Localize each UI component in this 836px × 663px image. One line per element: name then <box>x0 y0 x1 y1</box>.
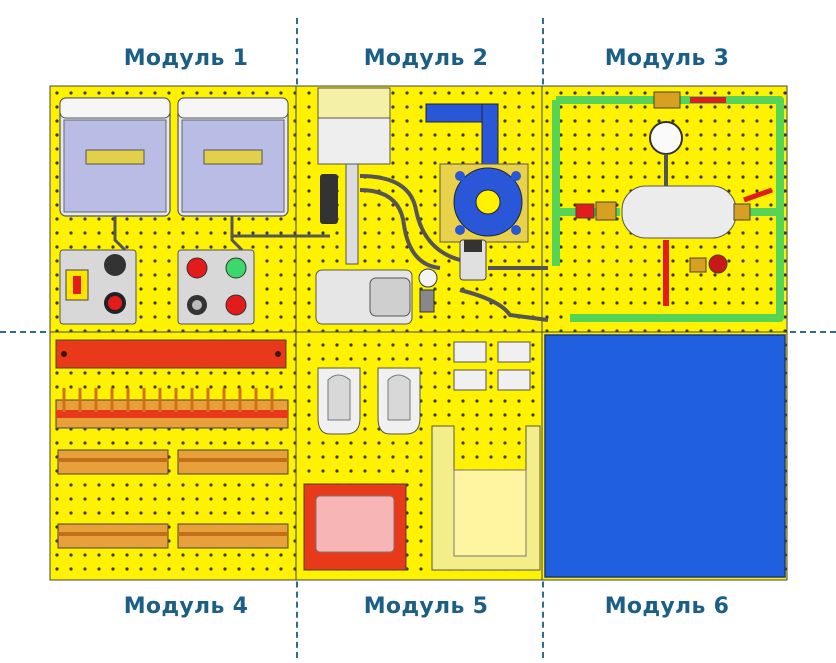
module-2-label: Модуль 2 <box>363 46 489 71</box>
red-rail <box>55 339 287 369</box>
tool-holder-left <box>317 367 361 435</box>
valves-module-3 <box>575 91 773 306</box>
module-3-label: Модуль 3 <box>604 46 730 71</box>
electrical-box-right <box>177 97 289 217</box>
electrical-box-left <box>59 97 171 217</box>
small-brackets <box>453 341 531 391</box>
module-5-label: Модуль 5 <box>363 594 489 619</box>
module-4-label: Модуль 4 <box>123 594 249 619</box>
module-6-label: Модуль 6 <box>604 594 730 619</box>
blue-panel <box>544 334 786 578</box>
cable-module-1 <box>113 216 330 252</box>
terminal-block <box>55 399 289 429</box>
hoses-module-2 <box>359 174 549 322</box>
din-rail-bottom-right <box>177 523 289 549</box>
din-rail-top-left <box>57 449 169 475</box>
pipe-column <box>320 163 359 265</box>
switch-box <box>59 249 137 325</box>
module-1-label: Модуль 1 <box>123 46 249 71</box>
tool-holder-right <box>377 367 421 435</box>
solenoid-valve <box>459 239 487 281</box>
pump-unit <box>425 103 529 243</box>
terminal-pins <box>62 388 274 412</box>
red-module <box>303 483 407 571</box>
button-box <box>177 249 255 325</box>
din-rail-bottom-left <box>57 523 169 549</box>
motor <box>315 268 438 325</box>
document-tray <box>431 425 541 571</box>
din-rail-top-right <box>177 449 289 475</box>
control-unit <box>317 87 391 165</box>
